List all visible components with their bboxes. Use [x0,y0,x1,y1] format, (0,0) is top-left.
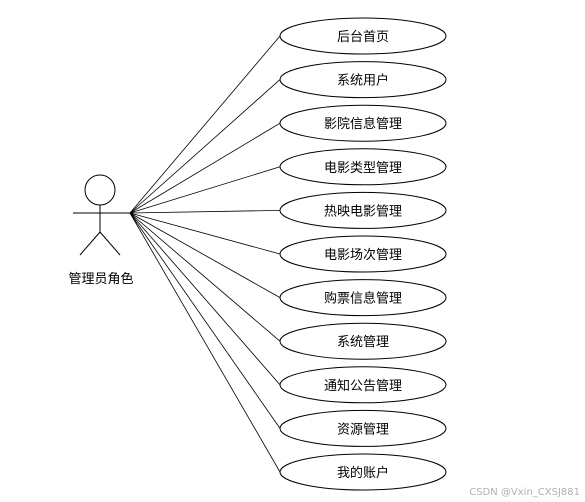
use-case-9-label: 通知公告管理 [324,378,402,394]
association-line-5 [129,210,281,214]
association-line-3 [129,122,281,214]
watermark: CSDN @Vxin_CXSJ881 [469,487,580,498]
use-case-7-ellipse [279,279,447,317]
actor-head [84,174,116,206]
use-case-7: 购票信息管理 [279,279,447,317]
use-case-4: 电影类型管理 [279,148,447,186]
use-case-3-label: 影院信息管理 [324,116,402,132]
actor-label: 管理员角色 [68,271,133,287]
use-case-6: 电影场次管理 [279,235,447,273]
association-line-1 [129,35,281,214]
association-line-9 [129,212,281,386]
use-case-7-label: 购票信息管理 [324,291,402,307]
use-case-9-ellipse [279,366,447,404]
use-case-8-ellipse [279,322,447,360]
use-case-9: 通知公告管理 [279,366,447,404]
use-case-8: 系统管理 [279,322,447,360]
use-case-3-ellipse [279,104,447,142]
use-case-5: 热映电影管理 [279,191,447,229]
use-case-10-label: 资源管理 [337,422,389,437]
use-case-10: 资源管理 [279,409,447,447]
use-case-list: 后台首页系统用户影院信息管理电影类型管理热映电影管理电影场次管理购票信息管理系统… [279,17,447,491]
use-case-10-ellipse [279,409,447,447]
actor-figure: 管理员角色 [68,174,134,287]
use-case-11-label: 我的账户 [337,465,389,481]
use-case-4-label: 电影类型管理 [324,161,402,176]
use-case-5-label: 热映电影管理 [324,204,402,219]
use-case-2: 系统用户 [279,61,447,99]
use-case-2-ellipse [279,61,447,99]
association-lines [129,35,281,473]
use-case-1-ellipse [279,17,447,55]
use-case-11: 我的账户 [279,453,447,491]
actor-left-leg [79,231,101,256]
association-line-6 [129,212,281,255]
association-line-11 [129,212,281,473]
association-line-8 [129,212,281,342]
association-line-7 [129,212,281,298]
use-case-3: 影院信息管理 [279,104,447,142]
association-line-2 [129,79,281,214]
use-case-5-ellipse [279,191,447,229]
use-case-2-label: 系统用户 [337,73,389,89]
use-case-1: 后台首页 [279,17,447,55]
association-line-10 [129,212,281,429]
use-case-1-label: 后台首页 [337,30,389,45]
use-case-6-label: 电影场次管理 [324,247,402,263]
association-line-4 [129,166,281,214]
use-case-8-label: 系统管理 [337,335,389,350]
use-case-11-ellipse [279,453,447,491]
actor-right-leg [99,231,121,256]
use-case-4-ellipse [279,148,447,186]
use-case-6-ellipse [279,235,447,273]
